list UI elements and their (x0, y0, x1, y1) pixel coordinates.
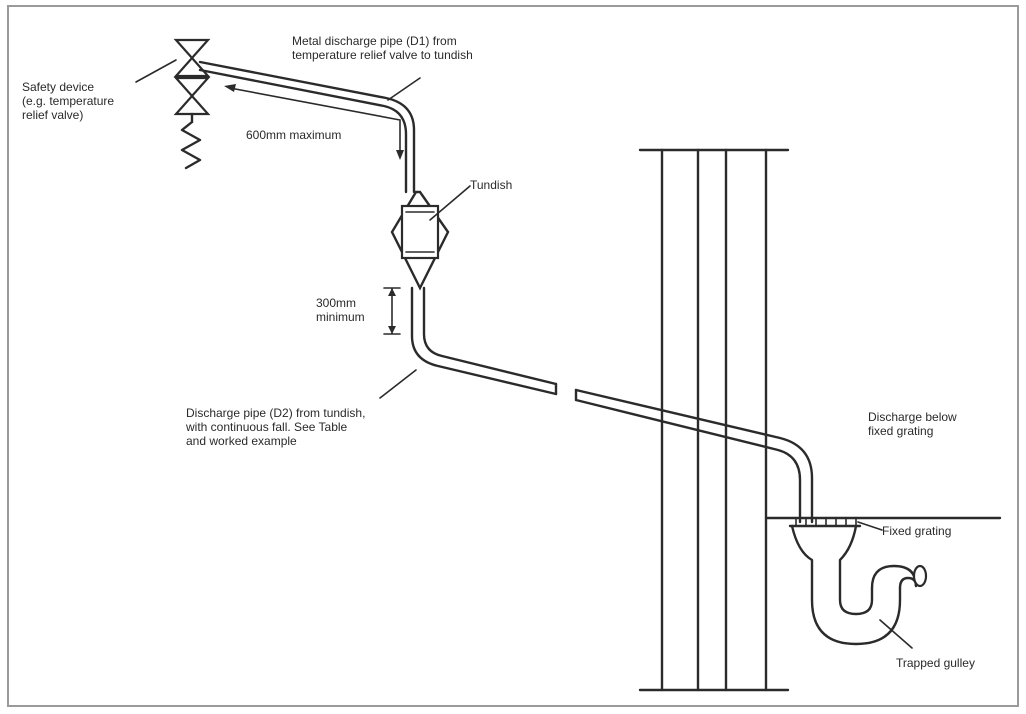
wall-structure (638, 148, 790, 692)
diagram-border (7, 5, 1019, 707)
discharge-below-line-1: Discharge below (868, 410, 957, 424)
safety-device-line-1: Safety device (22, 80, 95, 94)
min-300mm-line-1: 300mm (316, 296, 357, 310)
metal-pipe-line-1: Metal discharge pipe (D1) from (292, 34, 457, 48)
discharge-d2-label: Discharge pipe (D2) from tundish, with c… (186, 406, 365, 448)
discharge-d2-leader-line (379, 369, 417, 399)
max-600mm-label: 600mm maximum (246, 128, 342, 142)
trapped-gulley-icon (790, 524, 928, 646)
discharge-d2-line-3: and worked example (186, 434, 297, 448)
metal-pipe-leader-line (387, 77, 421, 101)
discharge-d2-line-2: with continuous fall. See Table (186, 420, 348, 434)
min-300mm-line-2: minimum (316, 310, 365, 324)
discharge-below-line-2: fixed grating (868, 424, 934, 438)
metal-pipe-label: Metal discharge pipe (D1) from temperatu… (292, 34, 473, 62)
safety-device-line-3: relief valve) (22, 108, 84, 122)
safety-device-label: Safety device (e.g. temperature relief v… (22, 80, 114, 122)
tundish-icon (390, 190, 450, 291)
metal-discharge-pipe-d1 (198, 60, 416, 194)
metal-pipe-line-2: temperature relief valve to tundish (292, 48, 473, 62)
safety-device-line-2: (e.g. temperature (22, 94, 115, 108)
trapped-gulley-label: Trapped gulley (896, 656, 975, 670)
fixed-grating-label: Fixed grating (882, 524, 952, 538)
min-300mm-label: 300mm minimum (316, 296, 365, 324)
tundish-label: Tundish (470, 178, 513, 192)
discharge-below-label: Discharge below fixed grating (868, 410, 957, 438)
dimension-600mm-arrow (224, 84, 404, 160)
dimension-300mm-arrow (383, 287, 401, 335)
safety-device-leader-line (135, 59, 177, 83)
tundish-leader-line (429, 185, 471, 221)
safety-valve-icon (173, 38, 211, 170)
trapped-gulley-leader-line (879, 619, 913, 649)
discharge-pipe-d2 (410, 286, 814, 524)
discharge-d2-line-1: Discharge pipe (D2) from tundish, (186, 406, 366, 420)
fixed-grating-leader-line (857, 521, 883, 531)
fixed-grating (764, 516, 1002, 528)
